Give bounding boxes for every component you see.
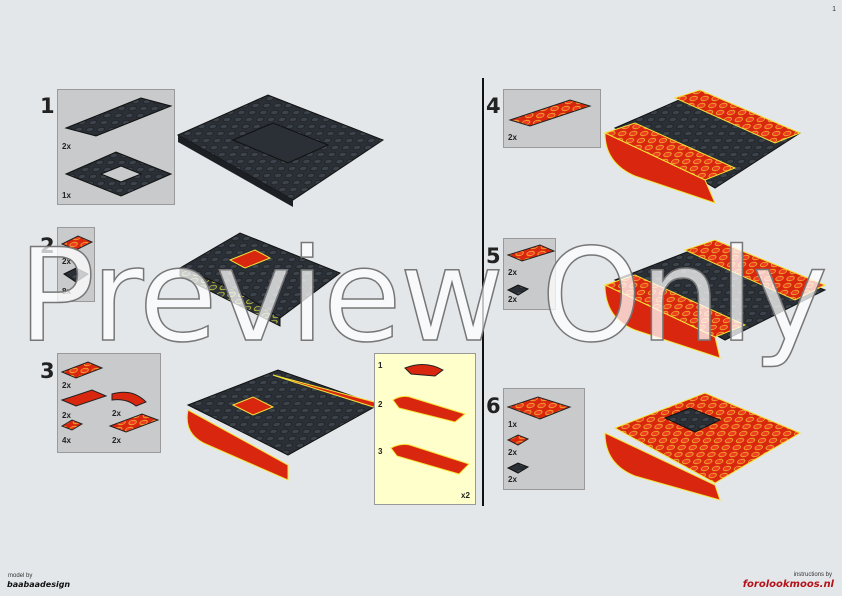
step-1-qty-1: 2x [62,142,71,151]
step-6-qty-3: 2x [508,475,517,484]
step-3-subassembly-box [374,353,476,505]
sub-step-1-part-icon [404,364,444,377]
part-red-plate-2x4-icon [108,413,160,433]
step-3-qty-2: 2x [62,411,71,420]
step-6-number: 6 [486,394,501,418]
part-red-small-plate-icon [60,419,84,431]
step-2-qty-1: 2x [62,257,71,266]
part-red-small-plate-icon [506,434,530,446]
step-4-model [603,89,802,204]
step-5-model [603,239,827,359]
sub-step-2-part-icon [392,395,467,423]
sub-step-3-number: 3 [378,447,383,456]
part-red-plate-4x4-icon [506,396,572,420]
part-plate-2x8-icon [64,97,173,137]
sub-step-3-part-icon [390,443,470,475]
step-6-model [604,392,802,501]
step-4-parts-box [503,89,601,148]
step-5-qty-2: 2x [508,295,517,304]
step-3-model [186,369,385,481]
step-6-qty-2: 2x [508,448,517,457]
step-5-parts-box [503,238,556,310]
step-3-number: 3 [40,359,55,383]
part-red-plate-2x6-icon [508,99,592,127]
part-red-curved-slope-icon [111,391,147,407]
step-1-parts-box [57,89,175,205]
step-5-number: 5 [486,244,501,268]
step-4-qty-1: 2x [508,133,517,142]
step-3-qty-5: 2x [112,436,121,445]
part-red-plate-icon [60,361,104,379]
model-by-label: model by [8,573,33,579]
part-dark-plate-icon [506,284,530,296]
step-3-qty-3: 2x [112,409,121,418]
step-4-number: 4 [486,94,501,118]
page-number: 1 [832,6,836,13]
part-red-plate-icon [506,244,556,262]
instructions-by-name: forolookmoos.nl [742,579,834,590]
step-6-qty-1: 1x [508,420,517,429]
part-dark-bracket-icon [63,267,89,283]
step-1-model [176,94,385,207]
subassembly-multiplier: x2 [461,491,470,500]
step-3-parts-box [57,353,161,453]
step-2-qty-2: 8x [62,287,71,296]
step-3-qty-4: 4x [62,436,71,445]
step-6-parts-box [503,388,585,490]
step-5-qty-1: 2x [508,268,517,277]
part-plate-with-hole-icon [64,151,173,197]
step-1-qty-2: 1x [62,191,71,200]
part-red-plate-icon [60,235,94,251]
step-1-number: 1 [40,94,55,118]
step-2-number: 2 [40,234,55,258]
step-2-model [178,232,342,327]
column-divider [482,78,484,506]
sub-step-2-number: 2 [378,400,383,409]
model-by-name: baabaadesign [7,580,71,589]
part-dark-small-plate-icon [506,462,530,474]
step-2-parts-box [57,227,95,302]
instructions-by-label: instructions by [793,572,832,578]
sub-step-1-number: 1 [378,361,383,370]
part-red-tile-icon [60,389,108,407]
step-3-qty-1: 2x [62,381,71,390]
